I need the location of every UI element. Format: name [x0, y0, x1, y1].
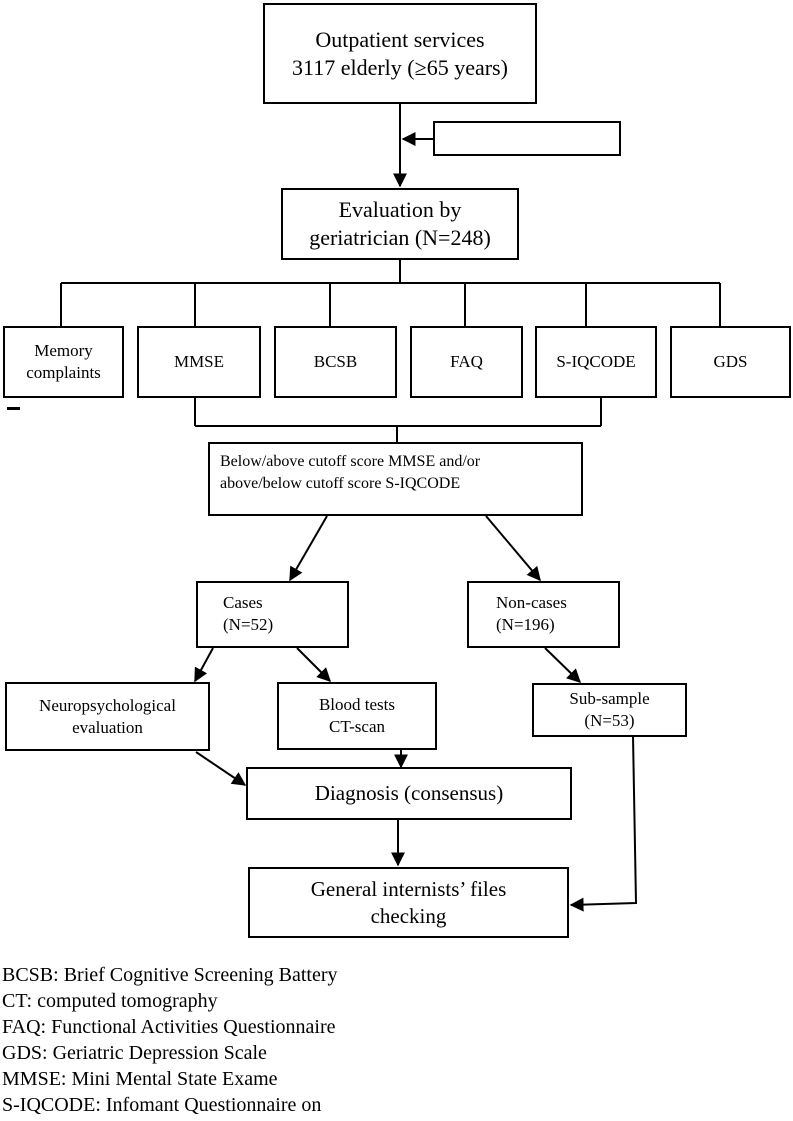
- files-label-line2: checking: [370, 903, 447, 928]
- subsample-box: Sub-sample (N=53): [532, 683, 687, 737]
- diagnosis-box: Diagnosis (consensus): [246, 767, 572, 820]
- neuro-label-line1: Neuropsychological: [39, 695, 176, 715]
- noncases-count-label: (N=196): [496, 615, 555, 634]
- neuro-label-line2: evaluation: [72, 717, 143, 737]
- cases-count-label: (N=52): [223, 615, 274, 634]
- gds-box: GDS: [670, 326, 791, 398]
- arrow-cutoff-to-noncases: [485, 515, 541, 582]
- geriatrician-label-line2: geriatrician (N=248): [309, 225, 491, 250]
- subsample-label: Sub-sample: [569, 689, 650, 708]
- dash-mark: [7, 407, 20, 410]
- cases-label: Cases: [223, 593, 263, 612]
- legend-item-gds: GDS: Geriatric Depression Scale: [2, 1042, 267, 1064]
- legend-item-mmse: MMSE: Mini Mental State Exame: [2, 1068, 278, 1090]
- legend-item-siqcode: S-IQCODE: Infomant Questionnaire on: [2, 1094, 322, 1116]
- bcsb-label: BCSB: [313, 352, 358, 371]
- outpatient-services-box: Outpatient services 3117 elderly (≥65 ye…: [263, 3, 537, 104]
- faq-label: FAQ: [450, 352, 483, 371]
- arrow-cases-to-blood: [296, 647, 331, 682]
- legend-item-bcsb: BCSB: Brief Cognitive Screening Battery: [2, 964, 338, 986]
- arrow-cases-to-neuro: [194, 647, 214, 683]
- abbreviations-legend: BCSB: Brief Cognitive Screening Battery …: [2, 962, 338, 1118]
- mmse-label: MMSE: [173, 352, 225, 371]
- blood-tests-box: Blood tests CT-scan: [277, 682, 437, 750]
- cases-box: Cases (N=52): [196, 581, 349, 648]
- noncases-box: Non-cases (N=196): [467, 581, 620, 648]
- geriatrician-evaluation-box: Evaluation by geriatrician (N=248): [281, 188, 519, 260]
- blood-label-line2: CT-scan: [328, 717, 386, 736]
- memory-complaints-box: Memory complaints: [3, 326, 124, 398]
- cutoff-label-line1: Below/above cutoff score MMSE and/or: [220, 453, 481, 470]
- cutoff-score-box: Below/above cutoff score MMSE and/or abo…: [208, 442, 583, 516]
- arrow-cutoff-to-cases: [289, 515, 328, 582]
- arrow-subsample-to-files: [569, 735, 638, 912]
- memory-label-line1: Memory: [34, 341, 93, 360]
- noncases-label: Non-cases: [496, 593, 567, 612]
- outpatient-services-label: Outpatient services: [315, 26, 485, 52]
- faq-box: FAQ: [410, 326, 523, 398]
- geriatrician-label-line1: Evaluation by: [338, 197, 462, 222]
- memory-label-line2: complaints: [26, 363, 101, 382]
- arrow-neuro-to-diagnosis: [195, 751, 247, 786]
- gds-label: GDS: [713, 352, 748, 371]
- excluded-box: [433, 121, 621, 156]
- diagnosis-label: Diagnosis (consensus): [314, 781, 504, 805]
- files-label-line1: General internists’ files: [310, 876, 507, 901]
- elderly-count-label: 3117 elderly (≥65 years): [292, 54, 508, 80]
- neuropsychological-box: Neuropsychological evaluation: [5, 682, 210, 751]
- cutoff-label-line2: above/below cutoff score S-IQCODE: [220, 475, 461, 492]
- blood-label-line1: Blood tests: [318, 695, 396, 714]
- siqcode-label: S-IQCODE: [556, 352, 636, 371]
- legend-item-faq: FAQ: Functional Activities Questionnaire: [2, 1016, 336, 1038]
- subsample-count-label: (N=53): [584, 711, 635, 730]
- siqcode-box: S-IQCODE: [535, 326, 657, 398]
- bcsb-box: BCSB: [274, 326, 397, 398]
- arrow-noncases-to-subsample: [544, 647, 582, 683]
- legend-item-ct: CT: computed tomography: [2, 990, 218, 1012]
- general-internists-files-box: General internists’ files checking: [248, 867, 569, 938]
- mmse-box: MMSE: [137, 326, 261, 398]
